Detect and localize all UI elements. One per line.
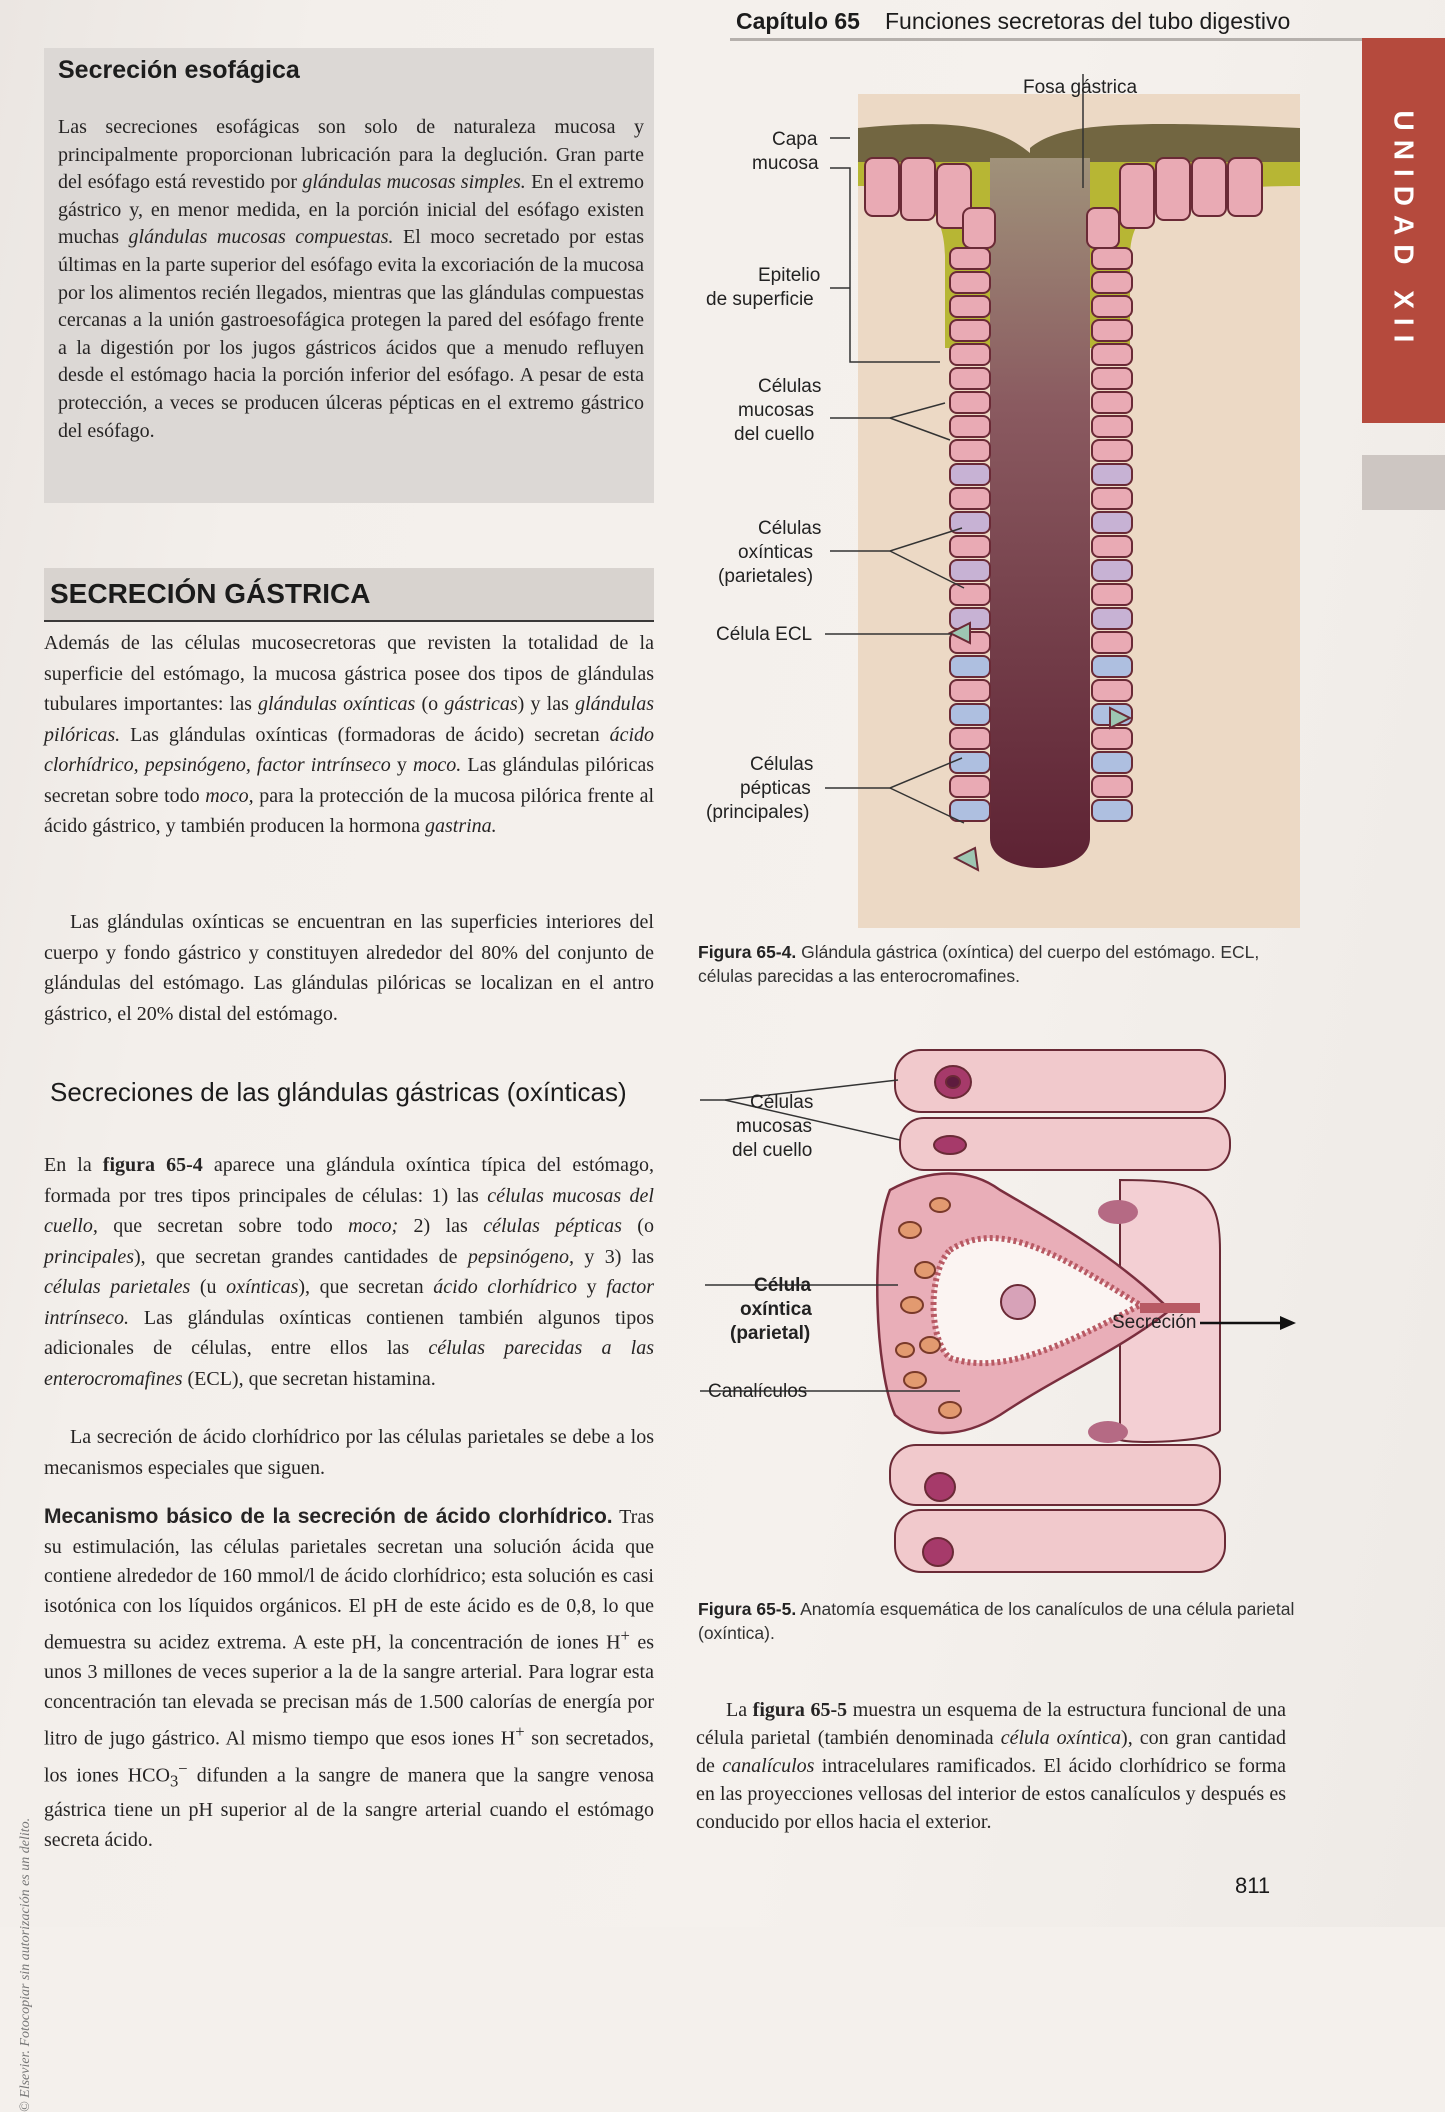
paragraph-hcl: Mecanismo básico de la secreción de ácid… xyxy=(44,1505,655,1851)
label-oxinticas-1: Células xyxy=(758,518,821,539)
chapter-number: Capítulo 65 xyxy=(736,8,860,34)
figure-65-5-caption: Figura 65-5. Anatomía esquemática de los… xyxy=(698,1599,1295,1643)
gland-lumen xyxy=(990,158,1090,868)
nucleus xyxy=(1000,1284,1036,1320)
label-epitelio-2: de superficie xyxy=(706,289,814,310)
label-mucosas-2: mucosas xyxy=(738,400,814,421)
label-capa-mucosa-2: mucosa xyxy=(752,153,819,174)
paragraph-cell-types: En la figura 65-4 aparece una glándula o… xyxy=(44,1154,655,1390)
box-title: Secreción esofágica xyxy=(58,56,300,84)
paragraph-mechanisms: La secreción de ácido clorhídrico por la… xyxy=(44,1426,654,1479)
canaliculus xyxy=(930,1235,1146,1367)
label-pepticas-3: (principales) xyxy=(706,802,809,823)
label-fosa-gastrica: Fosa gástrica xyxy=(1023,77,1137,98)
label-ecl: Célula ECL xyxy=(716,624,812,645)
label-celula-oxintica-1: Célula xyxy=(754,1275,811,1296)
ecl-cells xyxy=(947,621,1133,872)
label-oxinticas-3: (parietales) xyxy=(718,566,813,587)
fig4-callout-lines xyxy=(825,74,1084,824)
label-pepticas-1: Células xyxy=(750,754,813,775)
epithelial-cells xyxy=(864,157,1263,249)
section-title: SECRECIÓN GÁSTRICA xyxy=(44,568,654,622)
unit-tab: UNIDAD XII xyxy=(1362,38,1445,423)
surface-mucus xyxy=(858,124,1300,168)
parietal-cell-figure: Células mucosas del cuello Célula oxínti… xyxy=(700,1049,1296,1573)
label-mucosas-cuello-2: mucosas xyxy=(736,1116,812,1137)
chapter-title: Funciones secretoras del tubo digestivo xyxy=(885,8,1291,34)
label-pepticas-2: pépticas xyxy=(740,778,811,799)
mitochondria xyxy=(895,1197,962,1419)
gastric-gland-figure: Fosa gástrica Capa mucosa Epitelio de su… xyxy=(706,74,1300,928)
label-oxinticas-2: oxínticas xyxy=(738,542,813,563)
neck-cells xyxy=(889,1049,1231,1573)
label-celula-oxintica-3: (parietal) xyxy=(730,1323,810,1344)
label-canaliculos: Canalículos xyxy=(708,1381,807,1402)
label-mucosas-cuello-3: del cuello xyxy=(732,1140,812,1161)
esophageal-box: Secreción esofágica Las secreciones esof… xyxy=(44,48,654,503)
secretion-arrowhead xyxy=(1280,1316,1296,1330)
paragraph-glands: Las glándulas oxínticas se encuentran en… xyxy=(44,911,654,1025)
paragraph-parietal-structure: La figura 65-5 muestra un esquema de la … xyxy=(696,1699,1286,1833)
label-mucosas-cuello-1: Células xyxy=(750,1092,813,1113)
label-secrecion: Secreción xyxy=(1112,1312,1197,1333)
box-text: Las secreciones esofágicas son solo de n… xyxy=(58,116,645,442)
label-capa-mucosa-1: Capa xyxy=(772,129,818,150)
header-rule xyxy=(730,38,1374,41)
unit-tab-marker xyxy=(1362,455,1445,510)
label-mucosas-3: del cuello xyxy=(734,424,814,445)
paragraph-intro: Además de las células mucosecretoras que… xyxy=(44,632,654,837)
figure-65-4-caption: Figura 65-4. Glándula gástrica (oxíntica… xyxy=(698,942,1260,986)
fig5-callout-lines xyxy=(700,1079,960,1392)
gland-cells xyxy=(949,247,1133,822)
label-epitelio-1: Epitelio xyxy=(758,265,820,286)
subsection-title: Secreciones de las glándulas gástricas (… xyxy=(50,1077,627,1107)
running-header: Capítulo 65 Funciones secretoras del tub… xyxy=(730,2,1374,41)
page-number: 811 xyxy=(1235,1873,1271,1898)
unit-label: UNIDAD XII xyxy=(1388,110,1420,351)
copyright-note: © Elsevier. Fotocopiar sin autorización … xyxy=(18,1817,33,2112)
label-mucosas-1: Células xyxy=(758,376,821,397)
label-celula-oxintica-2: oxíntica xyxy=(740,1299,812,1320)
